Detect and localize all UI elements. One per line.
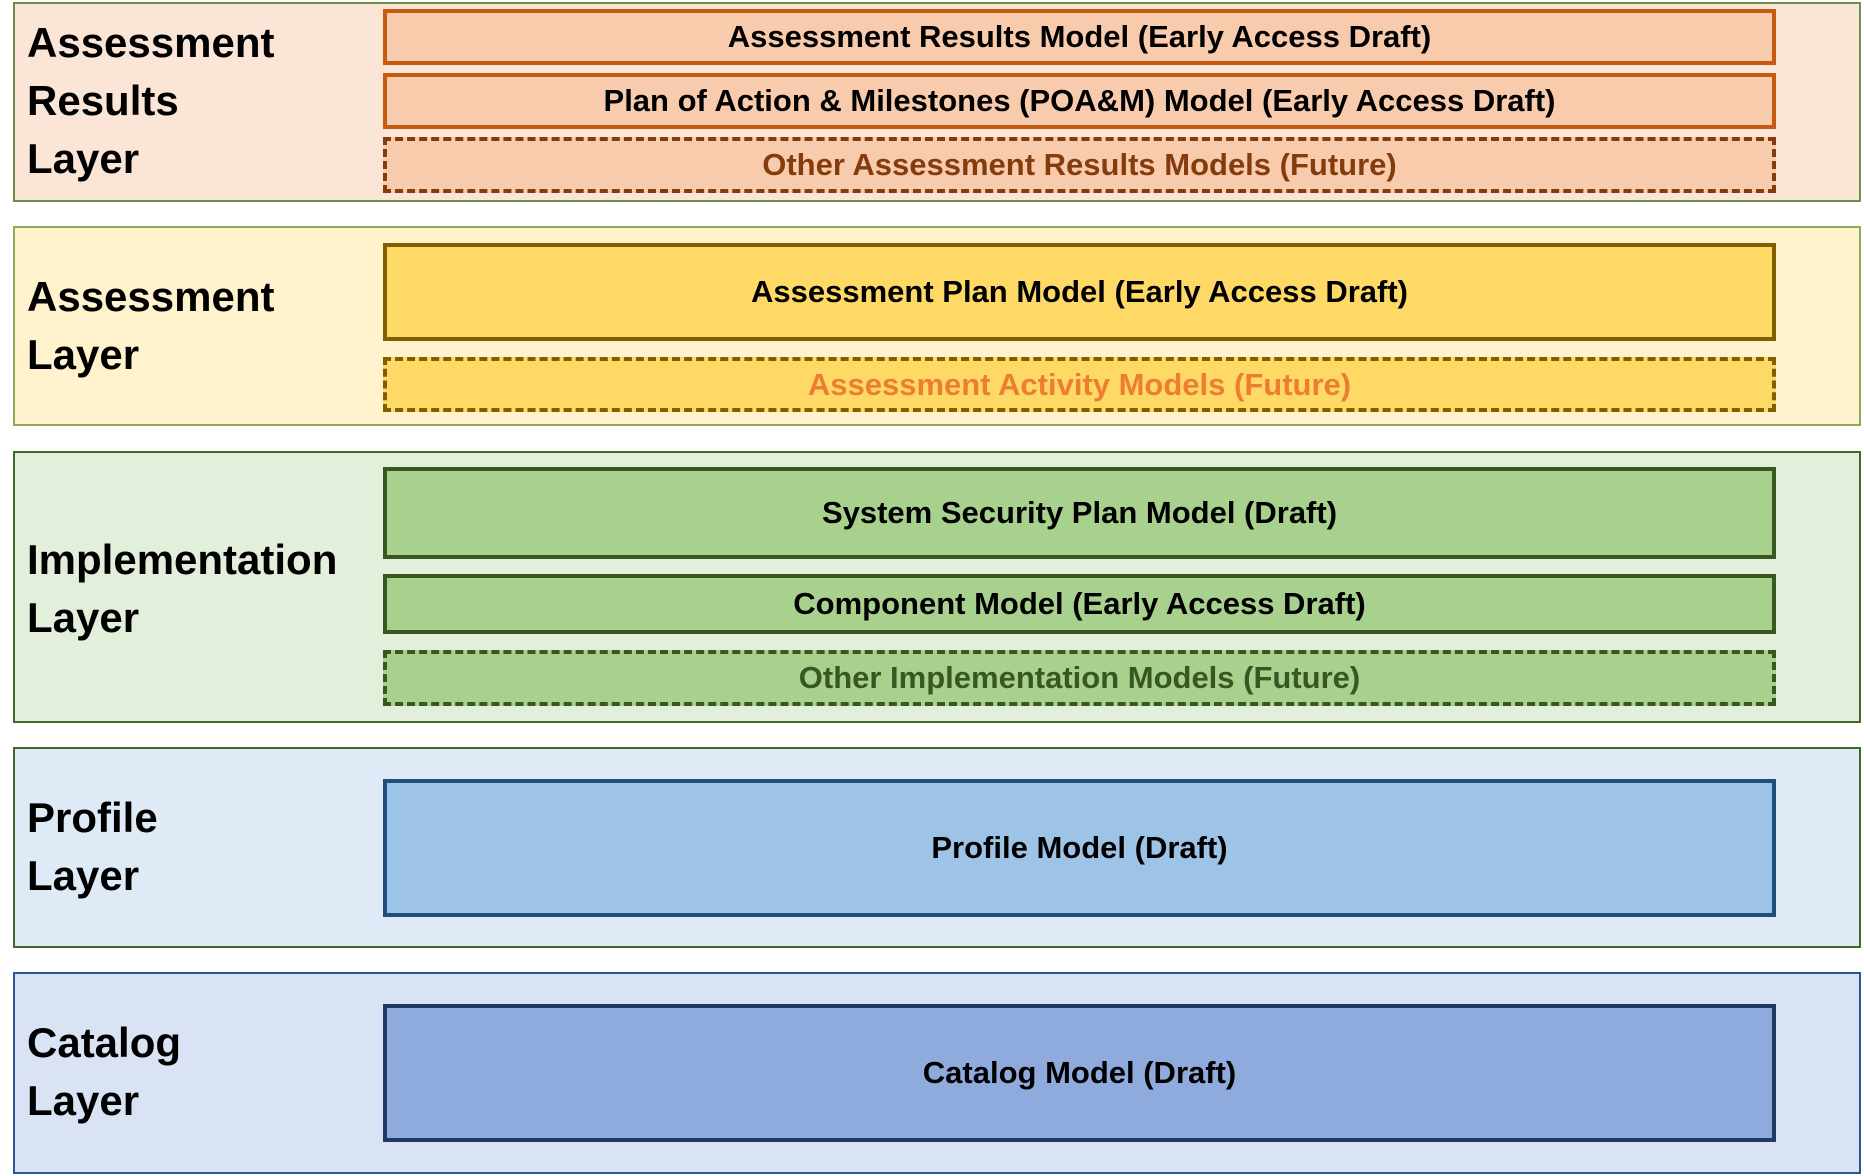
- component-model-box: Component Model (Early Access Draft): [383, 574, 1776, 634]
- assessment-results-model-box: Assessment Results Model (Early Access D…: [383, 9, 1776, 65]
- catalog-layer-label: Catalog Layer: [27, 1019, 182, 1124]
- assessment-activity-models-box: Assessment Activity Models (Future): [383, 357, 1776, 412]
- assessment-layer-label: Assessment Layer: [27, 273, 275, 378]
- assessment-results-layer-label: Assessment Results Layer: [27, 19, 275, 182]
- catalog-model-box: Catalog Model (Draft): [383, 1004, 1776, 1142]
- other-implementation-models-box: Other Implementation Models (Future): [383, 650, 1776, 706]
- profile-layer-label: Profile Layer: [27, 794, 158, 899]
- other-assessment-results-models-box: Other Assessment Results Models (Future): [383, 137, 1776, 193]
- profile-model-box: Profile Model (Draft): [383, 779, 1776, 917]
- implementation-layer-label: Implementation Layer: [27, 536, 338, 641]
- system-security-plan-model-box: System Security Plan Model (Draft): [383, 467, 1776, 559]
- assessment-plan-model-box: Assessment Plan Model (Early Access Draf…: [383, 243, 1776, 341]
- poam-model-box: Plan of Action & Milestones (POA&M) Mode…: [383, 73, 1776, 129]
